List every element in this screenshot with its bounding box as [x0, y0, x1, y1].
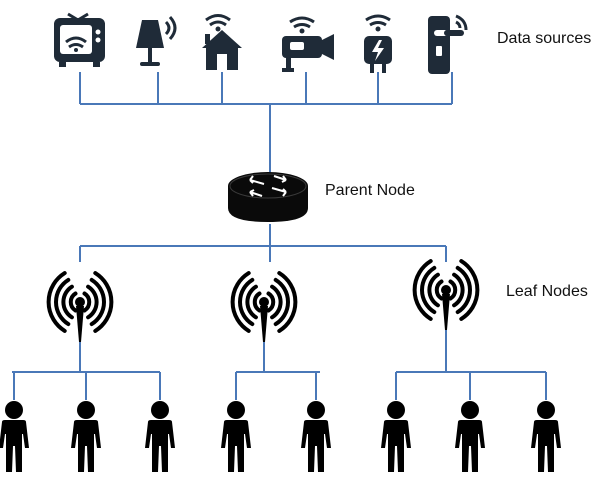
user-icon	[145, 401, 175, 472]
user-icon	[71, 401, 101, 472]
security-camera-icon	[282, 16, 334, 72]
wireless-antenna-icon	[412, 259, 480, 330]
data-sources-group	[54, 12, 468, 74]
leaf-3-user-links	[395, 330, 547, 400]
smart-lamp-icon	[136, 15, 177, 66]
user-icon	[455, 401, 485, 472]
connection-lines	[12, 72, 547, 400]
parent-to-leaf-links	[79, 224, 447, 262]
data-sources-label: Data sources	[497, 30, 592, 47]
smart-home-icon	[202, 14, 242, 70]
users-group	[0, 401, 561, 472]
wireless-antenna-icon	[46, 271, 114, 342]
wireless-antenna-icon	[230, 271, 298, 342]
leaf-nodes-label: Leaf Nodes	[506, 283, 588, 300]
leaf-2-user-links	[235, 342, 320, 400]
user-icon	[531, 401, 561, 472]
user-icon	[0, 401, 29, 472]
data-sources-bus	[79, 72, 453, 105]
user-icon	[301, 401, 331, 472]
router-icon	[228, 172, 308, 222]
smart-door-lock-icon	[428, 14, 468, 74]
parent-node-label: Parent Node	[325, 182, 415, 199]
user-icon	[221, 401, 251, 472]
leaf-1-user-links	[12, 342, 161, 400]
user-icon	[381, 401, 411, 472]
smart-tv-icon	[54, 12, 105, 67]
leaf-nodes-group	[46, 259, 480, 342]
smart-plug-icon	[364, 14, 392, 73]
